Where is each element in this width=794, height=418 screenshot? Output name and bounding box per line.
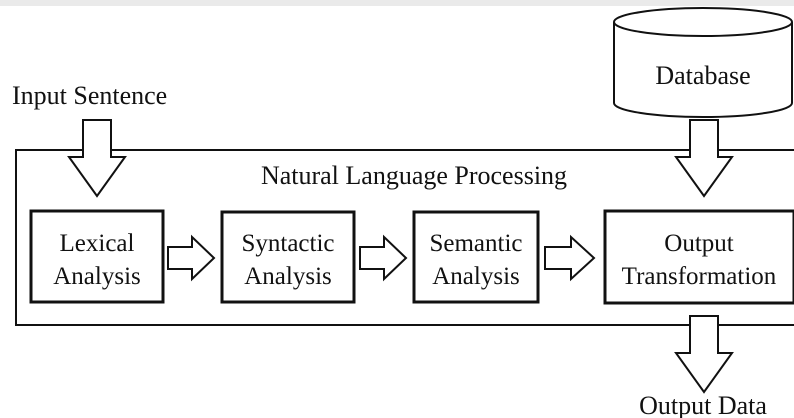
stage-syntactic-analysis: Syntactic Analysis <box>220 210 356 304</box>
stage-label-line1: Syntactic <box>241 230 334 257</box>
stage-label-line2: Transformation <box>622 263 777 290</box>
stage-box <box>412 210 540 304</box>
nlp-container <box>15 149 794 326</box>
flow-arrow-syntactic-to-semantic <box>359 234 408 282</box>
stage-label-line1: Lexical <box>60 230 135 257</box>
stage-label-line2: Analysis <box>53 263 141 290</box>
database-body <box>613 22 793 118</box>
cropped-top-strip <box>0 0 794 6</box>
stage-label-line2: Analysis <box>432 263 520 290</box>
output-down-arrow <box>674 315 734 394</box>
database-top <box>613 7 793 37</box>
nlp-container-title: Natural Language Processing <box>261 161 567 190</box>
database-label: Database <box>655 61 750 90</box>
database-cylinder: Database <box>613 7 793 118</box>
stage-box <box>220 210 356 304</box>
stage-lexical-analysis: Lexical Analysis <box>29 209 165 304</box>
stage-box <box>603 209 794 305</box>
stage-semantic-analysis: Semantic Analysis <box>412 210 540 304</box>
flow-arrow-semantic-to-output <box>544 234 596 282</box>
stage-label-line1: Semantic <box>429 230 522 257</box>
output-data-label: Output Data <box>639 391 767 418</box>
input-sentence-label: Input Sentence <box>12 81 167 110</box>
flow-arrow-lexical-to-syntactic <box>167 234 216 282</box>
input-down-arrow <box>67 119 127 198</box>
stage-label-line1: Output <box>664 230 734 257</box>
stage-box <box>29 209 165 304</box>
database-down-arrow <box>674 119 734 198</box>
stage-label-line2: Analysis <box>244 263 332 290</box>
stage-output-transformation: Output Transformation <box>603 209 794 305</box>
